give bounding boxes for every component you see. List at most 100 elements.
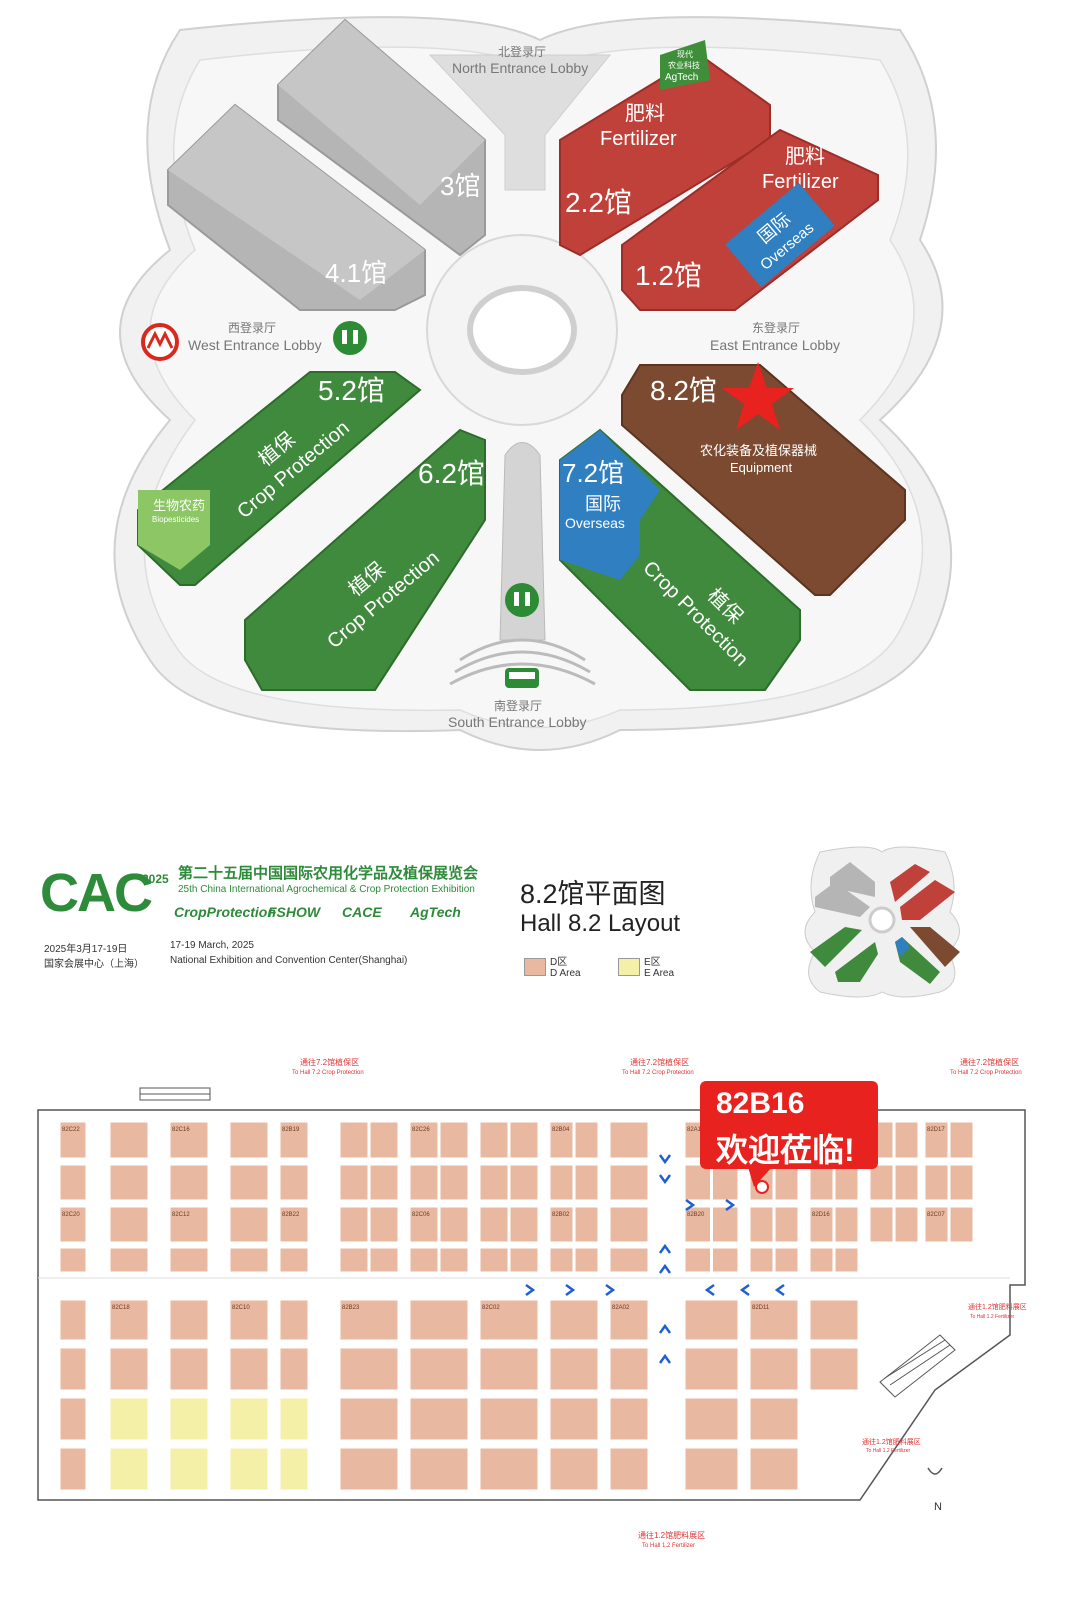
- booth[interactable]: [609, 1397, 649, 1441]
- booth[interactable]: [869, 1206, 894, 1243]
- booth[interactable]: [479, 1247, 509, 1273]
- booth[interactable]: [439, 1247, 469, 1273]
- booth[interactable]: [479, 1347, 539, 1391]
- booth[interactable]: [549, 1164, 574, 1201]
- booth[interactable]: [479, 1206, 509, 1243]
- booth[interactable]: [439, 1121, 469, 1159]
- booth[interactable]: [59, 1299, 87, 1341]
- booth[interactable]: [479, 1397, 539, 1441]
- hall-1-2[interactable]: 肥料 Fertilizer 1.2馆 国际 Overseas: [621, 128, 879, 311]
- booth[interactable]: [609, 1299, 649, 1341]
- hall-4-1[interactable]: 4.1馆: [167, 103, 426, 311]
- hall-6-2[interactable]: 6.2馆 植保 Crop Protection: [244, 428, 486, 691]
- booth[interactable]: [924, 1164, 949, 1201]
- booth[interactable]: [509, 1121, 539, 1159]
- booth[interactable]: [609, 1247, 649, 1273]
- booth[interactable]: [369, 1247, 399, 1273]
- booth[interactable]: [749, 1247, 774, 1273]
- booth[interactable]: [229, 1299, 269, 1341]
- booth[interactable]: [409, 1299, 469, 1341]
- booth[interactable]: [169, 1397, 209, 1441]
- booth[interactable]: [809, 1247, 834, 1273]
- booth[interactable]: [409, 1347, 469, 1391]
- booth[interactable]: [59, 1121, 87, 1159]
- booth[interactable]: [834, 1247, 859, 1273]
- booth[interactable]: [59, 1206, 87, 1243]
- booth[interactable]: [809, 1299, 859, 1341]
- booth[interactable]: [549, 1447, 599, 1491]
- booth[interactable]: [479, 1299, 539, 1341]
- booth[interactable]: [339, 1447, 399, 1491]
- booth[interactable]: [949, 1121, 974, 1159]
- booth[interactable]: [59, 1164, 87, 1201]
- booth[interactable]: [549, 1247, 574, 1273]
- booth[interactable]: [609, 1121, 649, 1159]
- booth[interactable]: [229, 1347, 269, 1391]
- booth[interactable]: [109, 1347, 149, 1391]
- booth[interactable]: [339, 1206, 369, 1243]
- booth[interactable]: [774, 1247, 799, 1273]
- booth[interactable]: [409, 1397, 469, 1441]
- booth[interactable]: [712, 1247, 739, 1273]
- booth-highlight-callout[interactable]: 82B16 欢迎莅临!: [700, 1081, 878, 1169]
- booth[interactable]: [59, 1447, 87, 1491]
- booth[interactable]: [279, 1397, 309, 1441]
- booth[interactable]: [279, 1164, 309, 1201]
- booth[interactable]: [894, 1121, 919, 1159]
- booth[interactable]: [169, 1164, 209, 1201]
- booth[interactable]: [169, 1447, 209, 1491]
- booth[interactable]: [109, 1247, 149, 1273]
- booth[interactable]: [749, 1299, 799, 1341]
- booth[interactable]: [749, 1206, 774, 1243]
- booth[interactable]: [409, 1247, 439, 1273]
- booth[interactable]: [749, 1347, 799, 1391]
- booth[interactable]: [684, 1247, 711, 1273]
- booth[interactable]: [169, 1299, 209, 1341]
- booth[interactable]: [774, 1206, 799, 1243]
- booth[interactable]: [229, 1397, 269, 1441]
- booth[interactable]: [339, 1397, 399, 1441]
- booth[interactable]: [609, 1206, 649, 1243]
- hall-8-2[interactable]: 8.2馆 农化装备及植保器械 Equipment: [621, 362, 906, 596]
- booth[interactable]: [369, 1164, 399, 1201]
- hall-7-2[interactable]: 7.2馆 国际 Overseas 植保 Crop Protection: [559, 428, 801, 691]
- booth[interactable]: [809, 1347, 859, 1391]
- booth[interactable]: [169, 1247, 209, 1273]
- booth[interactable]: [949, 1206, 974, 1243]
- hall-3[interactable]: 3馆: [277, 18, 486, 257]
- booth[interactable]: [279, 1206, 309, 1243]
- booth[interactable]: [479, 1121, 509, 1159]
- booth[interactable]: [169, 1206, 209, 1243]
- booth[interactable]: [59, 1397, 87, 1441]
- booth[interactable]: [439, 1206, 469, 1243]
- booth[interactable]: [369, 1206, 399, 1243]
- booth[interactable]: [574, 1206, 599, 1243]
- booth[interactable]: [684, 1397, 739, 1441]
- booth[interactable]: [279, 1247, 309, 1273]
- booth[interactable]: [894, 1206, 919, 1243]
- booth[interactable]: [609, 1447, 649, 1491]
- booth[interactable]: [339, 1247, 369, 1273]
- booth[interactable]: [339, 1299, 399, 1341]
- booth[interactable]: [279, 1347, 309, 1391]
- booth[interactable]: [949, 1164, 974, 1201]
- booth[interactable]: [684, 1164, 711, 1201]
- booth[interactable]: [924, 1121, 949, 1159]
- booth[interactable]: [339, 1164, 369, 1201]
- booth[interactable]: [229, 1121, 269, 1159]
- booth[interactable]: [834, 1206, 859, 1243]
- booth[interactable]: [109, 1164, 149, 1201]
- booth[interactable]: [229, 1447, 269, 1491]
- booth[interactable]: [279, 1121, 309, 1159]
- booth[interactable]: [609, 1347, 649, 1391]
- booth[interactable]: [409, 1164, 439, 1201]
- booth[interactable]: [479, 1164, 509, 1201]
- booth[interactable]: [684, 1447, 739, 1491]
- booth[interactable]: [684, 1299, 739, 1341]
- booth[interactable]: [229, 1247, 269, 1273]
- booth[interactable]: [749, 1447, 799, 1491]
- booth[interactable]: [229, 1164, 269, 1201]
- booth[interactable]: [339, 1121, 369, 1159]
- booth[interactable]: [574, 1247, 599, 1273]
- booth[interactable]: [109, 1206, 149, 1243]
